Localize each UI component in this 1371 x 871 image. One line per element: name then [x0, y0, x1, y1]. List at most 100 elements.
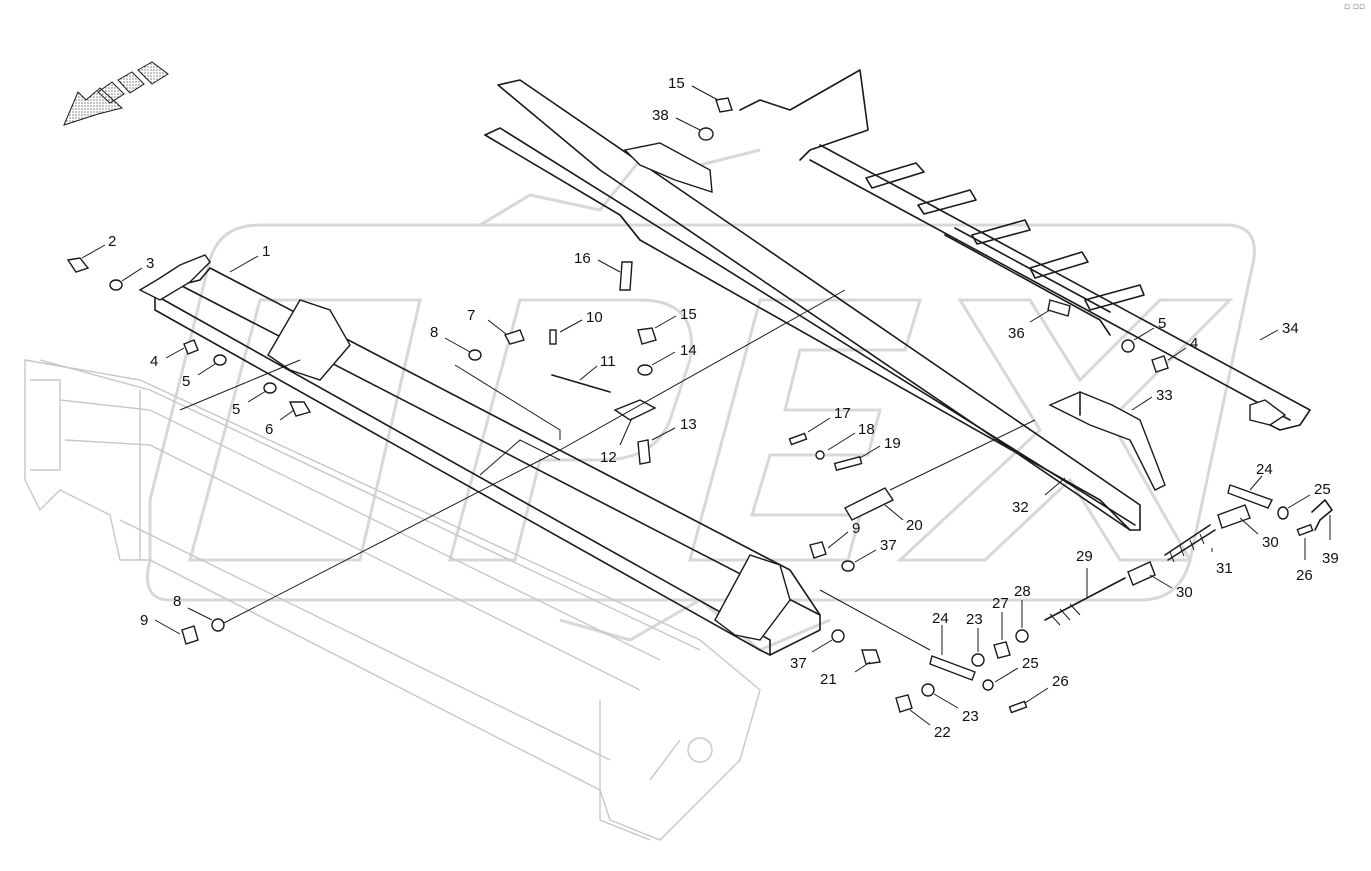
callout-28: 28	[1014, 583, 1031, 628]
nut-15a-icon	[637, 327, 657, 345]
svg-text:20: 20	[906, 517, 923, 534]
callout-31: 31	[1211, 548, 1233, 577]
callout-4a: 4	[150, 347, 185, 370]
nut-27-icon	[993, 641, 1011, 659]
svg-text:38: 38	[652, 107, 669, 124]
svg-text:23: 23	[962, 708, 979, 725]
svg-text:9: 9	[852, 520, 860, 537]
spacer-30b-icon	[1217, 504, 1251, 529]
svg-text:9: 9	[140, 612, 148, 629]
washer-28-icon	[1015, 629, 1029, 643]
svg-text:36: 36	[1008, 325, 1025, 342]
pin-26b-icon	[1296, 523, 1314, 537]
svg-text:21: 21	[820, 671, 837, 688]
callout-24b: 24	[1249, 461, 1273, 491]
callout-7: 7	[467, 307, 507, 335]
svg-text:4: 4	[1190, 335, 1198, 352]
callout-4b: 4	[1167, 335, 1198, 361]
pin-24a-icon	[929, 655, 976, 681]
callout-37b: 37	[790, 639, 833, 672]
washer-23b-icon	[921, 683, 935, 697]
ring-18-icon	[815, 450, 825, 460]
svg-text:27: 27	[992, 595, 1009, 612]
callout-3: 3	[121, 255, 154, 282]
svg-text:17: 17	[834, 405, 851, 422]
svg-text:1: 1	[262, 243, 270, 260]
svg-text:31: 31	[1216, 560, 1233, 577]
pin-24b-icon	[1227, 484, 1273, 509]
callout-5c: 5	[1133, 315, 1166, 341]
callout-37a: 37	[854, 537, 897, 563]
svg-text:22: 22	[934, 724, 951, 741]
washer-14-icon	[637, 364, 653, 376]
spring-31-icon	[1164, 524, 1216, 563]
svg-text:15: 15	[668, 75, 685, 92]
washer-5b-icon	[263, 382, 277, 394]
washer-8b-icon	[211, 618, 225, 632]
washer-5c-icon	[1121, 339, 1135, 353]
svg-text:11: 11	[600, 353, 616, 370]
callout-39: 39	[1322, 515, 1339, 567]
svg-text:4: 4	[150, 353, 158, 370]
svg-text:37: 37	[880, 537, 897, 554]
callout-12: 12	[600, 417, 633, 466]
svg-text:24: 24	[932, 610, 949, 627]
header-frame-ghost	[24, 359, 761, 841]
svg-text:25: 25	[1022, 655, 1039, 672]
svg-text:6: 6	[265, 421, 273, 438]
callout-21: 21	[820, 661, 871, 688]
svg-text:23: 23	[966, 611, 983, 628]
svg-text:2: 2	[108, 233, 116, 250]
washer-8a-icon	[468, 349, 482, 361]
bolt-36-icon	[1047, 299, 1071, 317]
corner-mark: ▫ ▫▫	[1343, 2, 1365, 12]
svg-text:12: 12	[600, 449, 617, 466]
bolt-16-icon	[619, 261, 633, 291]
callout-23b: 23	[933, 693, 979, 725]
washer-5a-icon	[213, 354, 227, 366]
callout-32: 32	[1012, 477, 1066, 516]
callout-17: 17	[807, 405, 851, 433]
callout-30b: 30	[1239, 517, 1279, 551]
nut-9b-icon	[809, 541, 827, 559]
svg-text:15: 15	[680, 306, 697, 323]
svg-text:29: 29	[1076, 548, 1093, 565]
nut-4b-icon	[1151, 355, 1169, 373]
callout-8b: 8	[173, 593, 213, 621]
svg-text:37: 37	[790, 655, 807, 672]
svg-text:16: 16	[574, 250, 591, 267]
ring-25a-icon	[982, 679, 994, 691]
svg-text:8: 8	[173, 593, 181, 610]
beam-1	[138, 254, 821, 656]
callouts: 1 2 3 4 5 5 6 7 8 8 9 9 10 11 12 13 14 1…	[81, 75, 1339, 741]
callout-22: 22	[909, 709, 951, 741]
washer-37a-icon	[841, 560, 855, 572]
pin-10-icon	[549, 329, 557, 345]
callout-26a: 26	[1024, 673, 1069, 704]
callout-34: 34	[1259, 320, 1299, 341]
callout-24a: 24	[932, 610, 949, 655]
svg-text:18: 18	[858, 421, 875, 438]
callout-5b: 5	[232, 390, 267, 418]
callout-5a: 5	[182, 363, 216, 390]
hardware-parts	[66, 97, 1333, 714]
callout-9b: 9	[827, 520, 860, 549]
svg-text:3: 3	[146, 255, 154, 272]
svg-text:39: 39	[1322, 550, 1339, 567]
bolt-21-icon	[861, 649, 881, 665]
bracket-33	[1048, 391, 1166, 491]
svg-text:5: 5	[1158, 315, 1166, 332]
ladder-34	[739, 69, 1311, 431]
callout-19: 19	[859, 435, 901, 459]
bushing-20-icon	[844, 487, 895, 521]
callout-16: 16	[574, 250, 621, 273]
callout-26b: 26	[1296, 538, 1313, 584]
svg-text:5: 5	[182, 373, 190, 390]
svg-text:24: 24	[1256, 461, 1273, 478]
direction-arrow-icon	[63, 61, 169, 126]
callout-15a: 15	[654, 306, 697, 329]
svg-text:30: 30	[1262, 534, 1279, 551]
nut-15b-icon	[715, 97, 733, 113]
callout-11: 11	[579, 353, 616, 381]
spacer-30a-icon	[1127, 561, 1156, 586]
